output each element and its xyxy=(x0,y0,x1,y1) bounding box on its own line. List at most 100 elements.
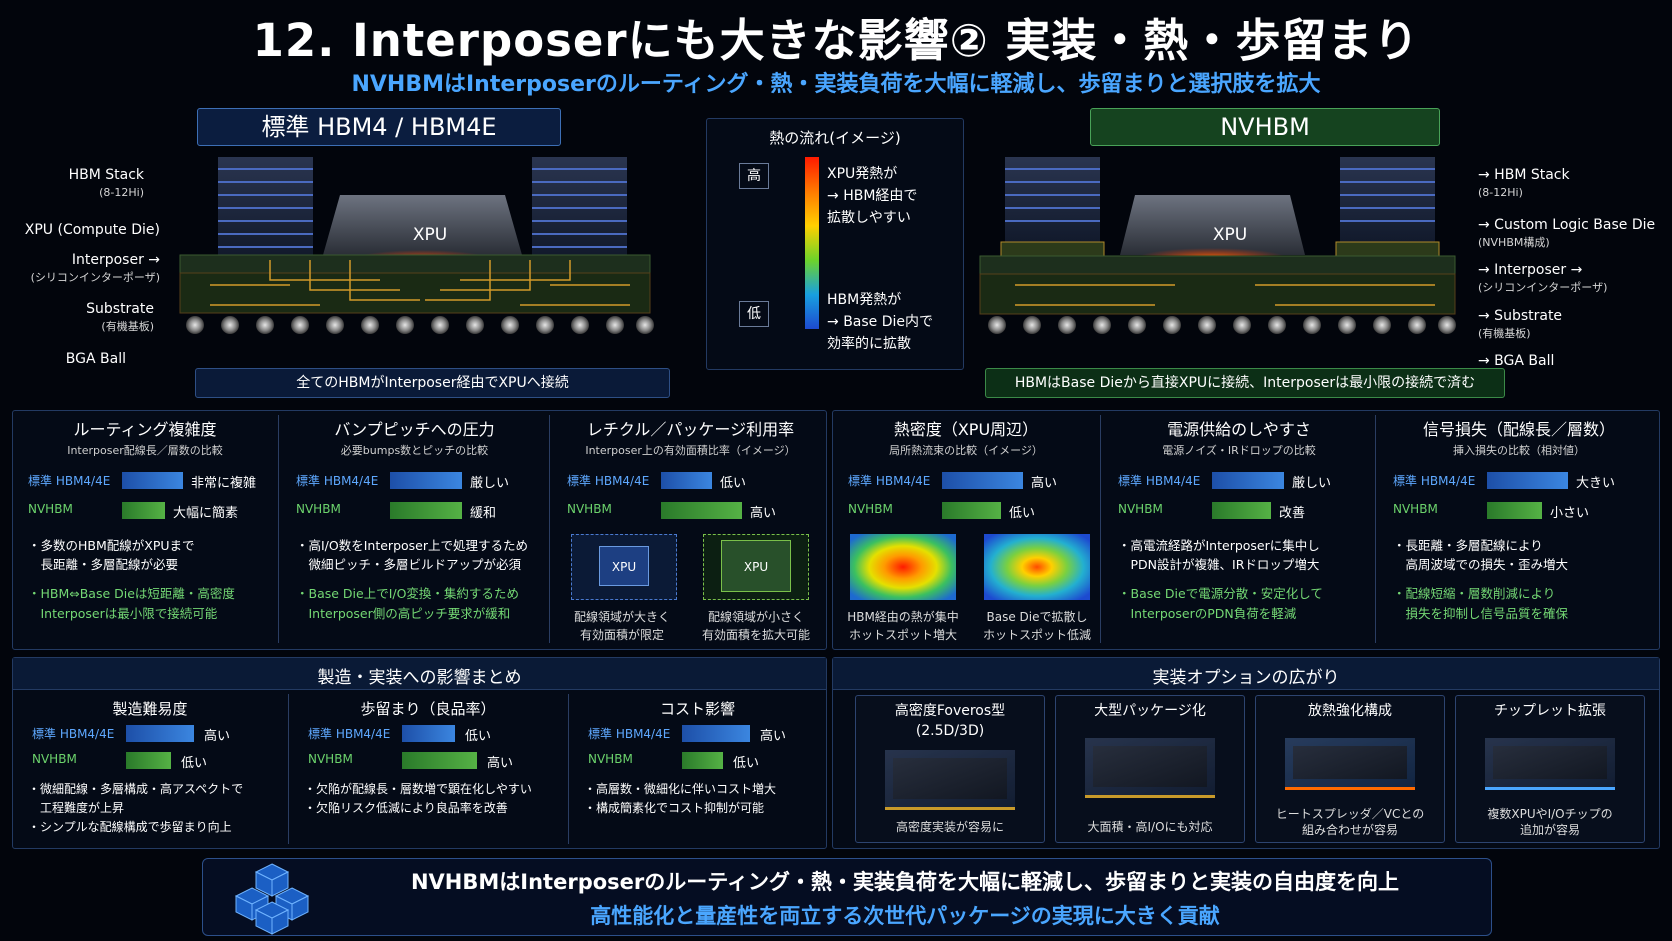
metric-nv-bar xyxy=(390,502,462,519)
metric-nv-value: 小さい xyxy=(1550,506,1590,521)
metric-std-bar xyxy=(1212,472,1284,489)
summary-nv-bar xyxy=(126,752,171,769)
hbm-stack-left-icon xyxy=(1000,157,1105,257)
metric-std-label: 標準 HBM4/4E xyxy=(1393,474,1476,488)
metric-nv-value: 大幅に簡素 xyxy=(173,506,239,521)
nvhbm-caption: HBMはBase Dieから直接XPUに接続、Interposerは最小限の接続… xyxy=(985,368,1505,398)
std-heatmap xyxy=(850,534,956,600)
metric-std-label: 標準 HBM4/4E xyxy=(1118,474,1201,488)
std-caption: 配線領域が大きく xyxy=(573,610,670,624)
metric-subtitle: 必要bumps数とピッチの比較 xyxy=(340,444,489,457)
metric-std-bar xyxy=(1487,472,1568,489)
summary-item-title: コスト影響 xyxy=(659,700,735,718)
summary-nv-label: NVHBM xyxy=(588,752,633,766)
metric-std-value: 高い xyxy=(1031,476,1058,491)
metrics-panel-left xyxy=(12,410,827,650)
metrics-panel-right xyxy=(832,410,1660,650)
summary-note: 工程難度が上昇 xyxy=(28,801,125,815)
summary-std-label: 標準 HBM4/4E xyxy=(308,727,391,741)
summary-std-value: 高い xyxy=(760,729,787,744)
nvhbm-header: NVHBM xyxy=(1090,108,1440,146)
heat-top-text: XPU発熱が → HBM経由で 拡散しやすい xyxy=(827,166,918,226)
metric-nv-bar xyxy=(661,502,742,519)
option-title: チップレット拡張 xyxy=(1494,703,1606,719)
options-title: 実装オプションの広がり xyxy=(1152,668,1340,688)
option-caption: 追加が容易 xyxy=(1519,823,1580,837)
metric-note: 長距離・多層配線が必要 xyxy=(28,557,179,572)
metric-title: ルーティング複雑度 xyxy=(73,420,217,439)
nvhbm-package-diagram xyxy=(979,157,1456,334)
heat-flow-title: 熱の流れ(イメージ) xyxy=(769,129,901,147)
metric-note: PDN設計が複雑、IRドロップ増大 xyxy=(1118,557,1320,572)
label-hbm-stack: HBM Stack(8-12Hi) xyxy=(68,167,144,199)
summary-nv-label: NVHBM xyxy=(32,752,77,766)
metric-green-note: ・HBM⇔Base Dieは短距離・高密度 xyxy=(28,586,235,601)
xpu-die-icon xyxy=(323,195,522,255)
metric-note: ・高電流経路がInterposerに集中し xyxy=(1118,538,1320,553)
summary-note: ・欠陥が配線長・層数増で顕在化しやすい xyxy=(304,782,532,796)
metric-green-note: ・Base Dieで電源分散・安定化して xyxy=(1118,586,1323,601)
nv-caption: ホットスポット低減 xyxy=(982,628,1091,642)
option-package-icon xyxy=(1085,738,1215,798)
std-caption: ホットスポット増大 xyxy=(848,628,957,642)
xpu-box-nv: XPU xyxy=(721,540,791,592)
heat-gradient-bar xyxy=(805,157,819,329)
xpu-label-left: XPU xyxy=(412,225,448,245)
nv-caption: 有効面積を拡大可能 xyxy=(701,628,810,642)
metric-nv-label: NVHBM xyxy=(1393,502,1438,516)
option-package-icon xyxy=(1285,738,1415,790)
heat-flow-panel: 熱の流れ(イメージ) 高 低 XPU発熱が → HBM経由で 拡散しやすい HB… xyxy=(706,118,964,370)
metric-nv-value: 緩和 xyxy=(470,506,497,521)
metric-std-value: 非常に複雑 xyxy=(191,476,257,491)
option-title: 大型パッケージ化 xyxy=(1094,703,1206,719)
label-interposer: Interposer →(シリコンインターポーザ) xyxy=(30,252,160,284)
page-subtitle: NVHBMはInterposerのルーティング・熱・実装負荷を大幅に軽減し、歩留… xyxy=(351,72,1321,97)
standard-hbm-header: 標準 HBM4 / HBM4E xyxy=(197,108,561,146)
option-caption: 高密度実装が容易に xyxy=(895,820,1004,834)
metric-green-note: 損失を抑制し信号品質を確保 xyxy=(1393,606,1569,621)
metric-title: バンプピッチへの圧力 xyxy=(334,420,495,439)
option-caption: 複数XPUやI/Oチップの xyxy=(1487,807,1613,821)
metric-std-value: 低い xyxy=(720,476,747,491)
option-title: (2.5D/3D) xyxy=(915,723,985,739)
metric-title: レチクル／パッケージ利用率 xyxy=(586,420,795,439)
xpu-box-std: XPU xyxy=(599,546,649,586)
label-substrate-right: → Substrate(有機基板) xyxy=(1478,308,1563,340)
standard-caption: 全てのHBMがInterposer経由でXPUへ接続 xyxy=(195,368,670,398)
metric-title: 電源供給のしやすさ xyxy=(1167,420,1311,439)
summary-nv-bar xyxy=(682,752,723,769)
option-package-icon xyxy=(1485,738,1615,790)
hbm-stack-right-icon xyxy=(532,157,627,255)
metric-std-label: 標準 HBM4/4E xyxy=(848,474,931,488)
metric-nv-label: NVHBM xyxy=(567,502,612,516)
heat-high-label: 高 xyxy=(739,163,769,189)
nv-heatmap xyxy=(984,534,1090,600)
label-xpu: XPU (Compute Die) xyxy=(24,222,160,238)
metric-green-note: InterposerのPDN負荷を軽減 xyxy=(1118,606,1297,621)
summary-note: ・高層数・微細化に伴いコスト増大 xyxy=(584,782,777,796)
metric-green-note: Interposer側の高ピッチ要求が緩和 xyxy=(296,606,511,621)
bga-balls-icon xyxy=(988,316,1456,334)
label-bga-ball-right: → BGA Ball xyxy=(1478,353,1555,369)
nv-caption: 配線領域が小さく xyxy=(707,610,804,624)
xpu-die-icon xyxy=(1120,195,1305,255)
label-interposer-right: → Interposer →(シリコンインターポーザ) xyxy=(1478,262,1608,294)
heat-bottom-text: HBM発熱が → Base Die内で 効率的に拡散 xyxy=(827,292,934,352)
metric-std-bar xyxy=(390,472,462,489)
summary-std-value: 高い xyxy=(204,729,231,744)
metric-nv-bar xyxy=(942,502,1001,519)
option-caption: 組み合わせが容易 xyxy=(1301,823,1398,837)
label-substrate: Substrate(有機基板) xyxy=(86,301,154,333)
metric-nv-label: NVHBM xyxy=(296,502,341,516)
option-title: 高密度Foveros型 xyxy=(894,703,1006,719)
metric-nv-value: 改善 xyxy=(1279,506,1306,521)
metric-subtitle: 局所熱流束の比較（イメージ） xyxy=(889,444,1043,457)
metric-title: 信号損失（配線長／層数） xyxy=(1422,420,1615,439)
summary-nv-label: NVHBM xyxy=(308,752,353,766)
summary-note: ・微細配線・多層構成・高アスペクトで xyxy=(28,782,244,796)
label-bga-ball: BGA Ball xyxy=(65,351,126,367)
label-hbm-stack-right: → HBM Stack(8-12Hi) xyxy=(1478,167,1570,199)
summary-item-title: 製造難易度 xyxy=(112,700,188,718)
metric-nv-label: NVHBM xyxy=(28,502,73,516)
summary-std-label: 標準 HBM4/4E xyxy=(588,727,671,741)
